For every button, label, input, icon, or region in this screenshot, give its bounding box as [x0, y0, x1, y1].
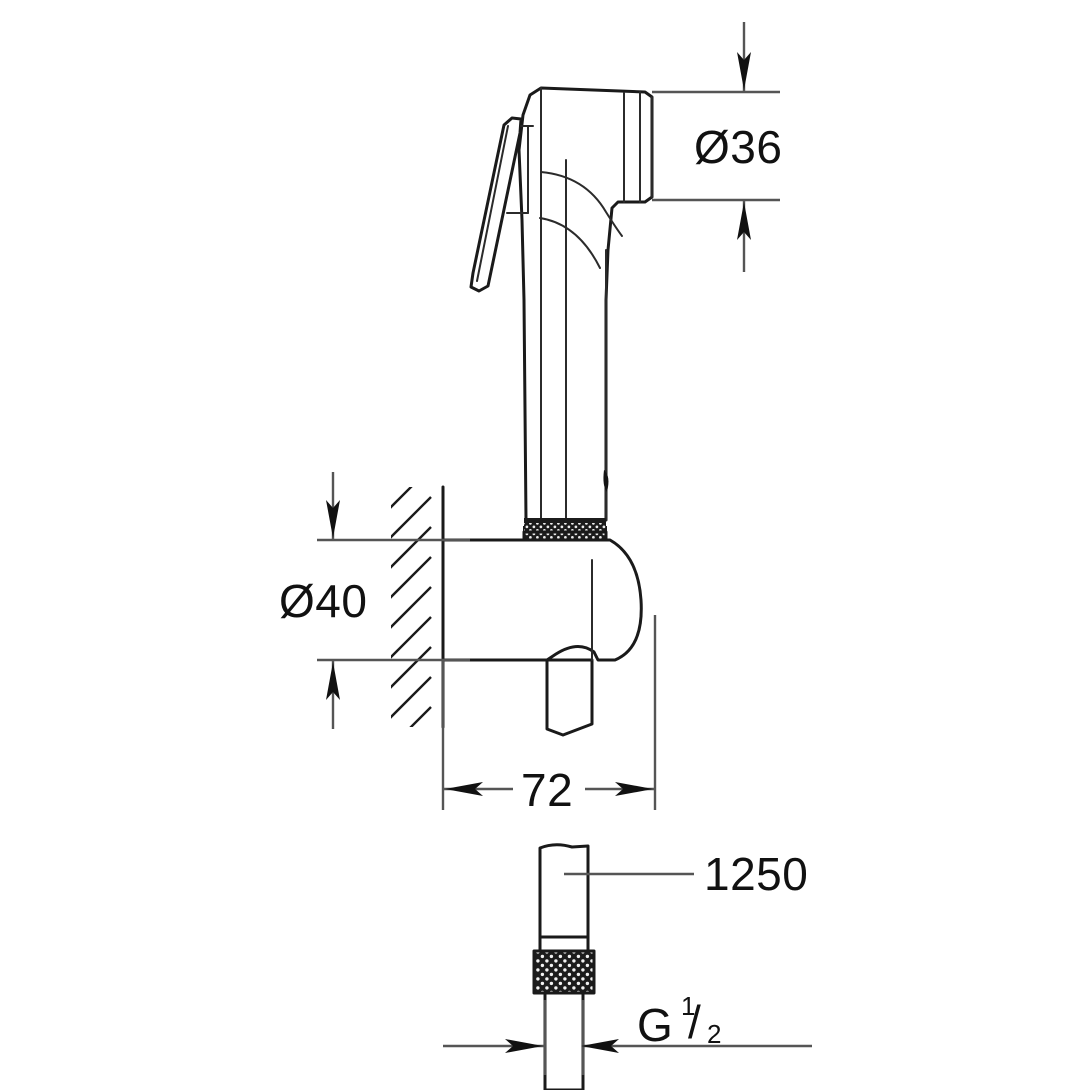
- d72-label: 72: [521, 764, 573, 816]
- d40-arrow-top: [326, 500, 340, 538]
- gthread-label-g: G: [637, 999, 673, 1051]
- d36-arrow-top: [737, 52, 751, 90]
- dimension-projection-72: 72: [441, 615, 657, 816]
- wall-hatch-group: [391, 487, 432, 727]
- head-contour-lower: [539, 217, 601, 269]
- collar-top-band: [524, 518, 606, 525]
- dimension-diameter-36: Ø36: [652, 22, 782, 272]
- d36-arrow-bottom: [737, 202, 751, 240]
- dimension-diameter-40: Ø40: [279, 472, 470, 729]
- bracket-cradle-arm: [545, 658, 594, 737]
- wall-bracket: [441, 538, 643, 737]
- d40-label: Ø40: [279, 575, 367, 627]
- d36-label: Ø36: [694, 121, 782, 173]
- gthread-label-denominator: 2: [707, 1019, 721, 1049]
- lever-inner-line: [476, 125, 509, 282]
- gthread-label-slash: /: [688, 996, 701, 1048]
- handle-side-notch: [603, 470, 609, 492]
- hose-tube-upper: [538, 843, 590, 939]
- hose-thread-spigot: [543, 991, 585, 1090]
- knurled-hose-nut: [532, 949, 596, 995]
- upper-assembly-view: [391, 86, 654, 737]
- dimension-thread-g-half: G 1 / 2: [443, 991, 812, 1075]
- lower-hose-view: [532, 843, 596, 1090]
- wall-bracket-outline: [441, 538, 643, 662]
- d72-arrow-right: [615, 782, 653, 796]
- trigger-lever: [469, 116, 534, 293]
- gthread-arrow-left: [505, 1039, 543, 1053]
- dimension-hose-length-1250: 1250: [564, 848, 808, 900]
- head-contour-upper: [540, 171, 623, 237]
- hose-nut-knurl-texture: [534, 951, 594, 993]
- gthread-label-numerator: 1: [681, 991, 695, 1021]
- d72-arrow-left: [445, 782, 483, 796]
- d1250-label: 1250: [704, 848, 808, 900]
- gthread-arrow-right: [581, 1039, 619, 1053]
- d40-arrow-bottom: [326, 662, 340, 700]
